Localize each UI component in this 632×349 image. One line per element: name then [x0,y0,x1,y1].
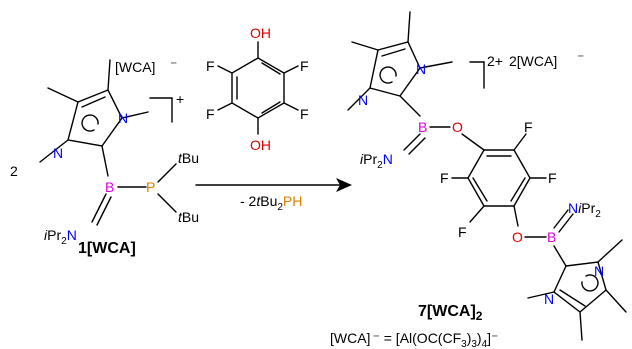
product-fluorine: F [440,170,449,186]
reactant-nitrogen: N [118,110,128,126]
arrow-byproduct: - 2tBu2PH [240,193,302,213]
reactant-p-tbu-bond [157,163,177,183]
product-ring-double-bond [559,289,586,307]
product-b-c-bond [553,245,567,267]
reactant-stoichiometry: 2 [10,163,18,179]
product-nitrogen: N [594,263,604,279]
reactant-methyl-bond [107,59,111,91]
product-charge-and-anion: 2+2[WCA] [487,53,557,69]
reactant-nitrogen: N [53,145,63,161]
reactant-tbu-bottom: tBu [178,209,199,225]
hydroquinone-fluorine: F [300,58,309,74]
product-imidazole-ring-bottom [553,261,607,313]
reactant-methyl-bond [121,111,149,119]
reactant-phosphorus: P [146,179,155,195]
hydroquinone-fluorine: F [206,106,215,122]
product-methyl-bond [419,61,453,69]
product-c-o-bond [513,205,519,227]
product-boron: B [547,229,556,245]
product-amide-group: NiPr2 [568,200,601,220]
reactant-compound-label: 1[WCA] [78,240,136,257]
product-fluorine: F [524,119,533,135]
reactant-charge-bracket [149,97,173,123]
hydroquinone-ring-double-bond [261,101,281,114]
product-fluorine: F [548,170,557,186]
product-c-b-bond [399,95,421,117]
hydroquinone-molecule: OH OH F F F F [206,25,309,153]
product-oxygen: O [452,119,463,135]
product-oxygen: O [512,229,523,245]
reactant-c-b-bond [101,145,109,177]
product-fluorine: F [458,224,467,240]
reactant-b-n-double-bond [91,193,107,223]
product-tetrafluorophenylene-ring [467,149,531,207]
product-ring-double-bond [472,177,488,202]
product-ring-double-bond [510,177,526,202]
reactant-ring-double-bond [81,96,106,108]
product-amide-group: iPr2N [360,151,393,171]
product-charge-bracket [469,61,485,89]
product-methyl-bond [579,311,583,341]
reactant-anion-minus: ⁻ [170,57,177,73]
reaction-arrow-head [336,178,352,192]
product-methyl-bond [597,239,623,263]
product-ring-delocalization-arc [581,274,599,292]
product-methyl-bond [351,41,379,51]
hydroquinone-f-bond [217,65,233,74]
reaction-arrow: - 2tBu2PH [195,178,352,213]
hydroquinone-f-bond [217,102,233,111]
reactant-b-n-double-bond [96,196,112,226]
reactant-methyl-bond [47,87,79,103]
reactant-amide-group: iPr2N [44,227,77,247]
product-b-n-double-bond [553,209,569,229]
product-nitrogen: N [358,92,368,108]
reactant-molecule: 2 [WCA] ⁻ + N N B P tBu tBu iPr2N 1[WCA] [10,57,199,257]
hydroquinone-fluorine: F [300,106,309,122]
product-f-bond [469,205,485,223]
product-methyl-bond [347,87,371,111]
product-methyl-bond [527,291,555,299]
wca-definition: [WCA]⁻ = [Al(OC(CF3)3)4]⁻ [330,330,498,349]
product-o-c-bond [461,133,485,151]
hydroquinone-ring [231,57,285,119]
product-imidazole-ring-top [369,41,421,97]
hydroquinone-fluorine: F [206,58,215,74]
reactant-charge: + [176,91,184,107]
product-methyl-bond [605,289,627,313]
product-b-n-double-bond [403,133,421,151]
product-f-bond [513,133,527,151]
product-nitrogen: N [544,291,554,307]
reactant-tbu-top: tBu [178,150,199,166]
hydroquinone-f-bond [283,102,299,111]
hydroquinone-oh-bottom: OH [250,137,271,153]
product-b-n-double-bond [558,213,574,233]
product-anion-minus: ⁻ [577,50,584,66]
reactant-methyl-bond [39,139,69,163]
hydroquinone-ring-double-bond [261,62,281,75]
product-methyl-bond [407,11,411,43]
reactant-ring-delocalization-arc [81,114,99,132]
reactant-anion: [WCA] [115,59,155,75]
reactant-p-tbu-bond [157,193,177,213]
product-ring-double-bond [381,48,406,57]
reactant-boron: B [105,179,114,195]
reactant-imidazole-ring [67,89,123,147]
hydroquinone-oh-top: OH [250,25,271,41]
product-compound-label: 7[WCA]2 [418,303,483,323]
product-nitrogen: N [416,61,426,77]
product-molecule: N N 2+2[WCA] ⁻ B iPr2N O F F F F O B [347,11,627,341]
product-boron: B [418,119,427,135]
product-ring-delocalization-arc [379,66,397,84]
product-b-n-double-bond [408,137,426,155]
hydroquinone-f-bond [283,65,299,74]
